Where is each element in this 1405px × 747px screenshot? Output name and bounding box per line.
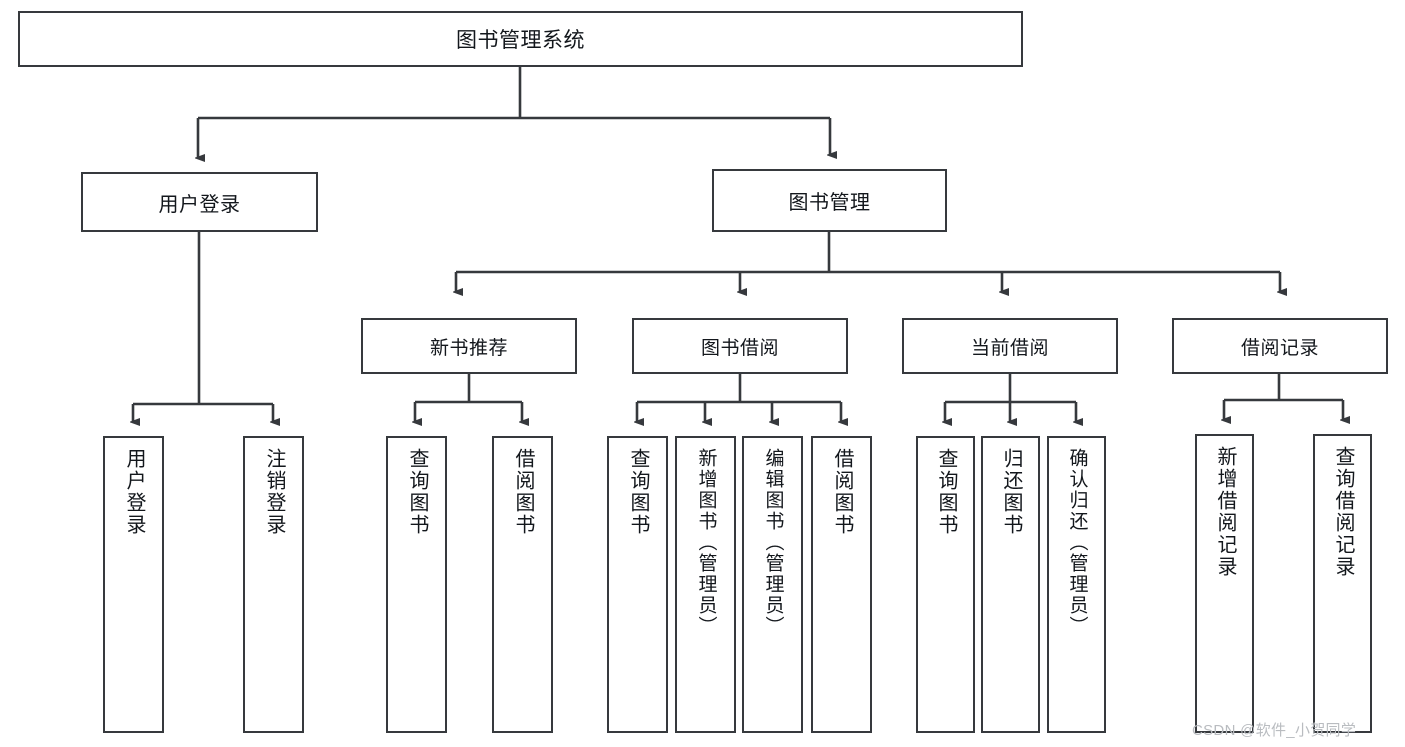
node-label: 图书管理 [788,192,871,214]
node-label: 用户登录 [123,448,145,536]
leaf-new-book-query[interactable]: 查询图书 [386,436,447,733]
node-borrow-record[interactable]: 借阅记录 [1172,318,1388,374]
leaf-record-add-record[interactable]: 新增借阅记录 [1195,434,1254,733]
node-label: 查询图书 [406,448,428,536]
node-label: 图书管理系统 [456,29,585,52]
node-label: 借阅图书 [512,448,534,536]
node-book-borrow[interactable]: 图书借阅 [632,318,848,374]
node-new-book-recommend[interactable]: 新书推荐 [361,318,577,374]
node-label: 查询图书 [627,448,649,536]
node-label: 归还图书 [1000,448,1022,536]
node-label: 新书推荐 [429,337,508,359]
node-label: 确认归还（管理员） [1066,448,1088,637]
leaf-current-return-book[interactable]: 归还图书 [981,436,1040,733]
leaf-borrow-edit-book-admin[interactable]: 编辑图书（管理员） [742,436,803,733]
node-label: 借阅记录 [1240,337,1319,359]
node-label: 编辑图书（管理员） [762,448,784,637]
node-current-borrow[interactable]: 当前借阅 [902,318,1118,374]
leaf-borrow-borrow-book[interactable]: 借阅图书 [811,436,872,733]
node-label: 图书借阅 [700,337,779,359]
node-label: 注销登录 [263,448,285,536]
node-user-login[interactable]: 用户登录 [81,172,318,232]
leaf-new-book-borrow[interactable]: 借阅图书 [492,436,553,733]
leaf-current-confirm-return-admin[interactable]: 确认归还（管理员） [1047,436,1106,733]
leaf-current-query-book[interactable]: 查询图书 [916,436,975,733]
leaf-borrow-query-book[interactable]: 查询图书 [607,436,668,733]
node-label: 当前借阅 [970,337,1049,359]
leaf-borrow-add-book-admin[interactable]: 新增图书（管理员） [675,436,736,733]
leaf-record-query-record[interactable]: 查询借阅记录 [1313,434,1372,733]
csdn-watermark: CSDN @软件_小贺同学 [1192,722,1357,739]
node-label: 借阅图书 [831,448,853,536]
node-book-management[interactable]: 图书管理 [712,169,947,232]
node-root-system[interactable]: 图书管理系统 [18,11,1023,67]
node-label: 新增借阅记录 [1214,446,1236,578]
node-label: 新增图书（管理员） [695,448,717,637]
leaf-user-login-login[interactable]: 用户登录 [103,436,164,733]
node-label: 查询图书 [935,448,957,536]
node-label: 查询借阅记录 [1332,446,1354,578]
leaf-user-login-logout[interactable]: 注销登录 [243,436,304,733]
node-label: 用户登录 [158,193,241,216]
